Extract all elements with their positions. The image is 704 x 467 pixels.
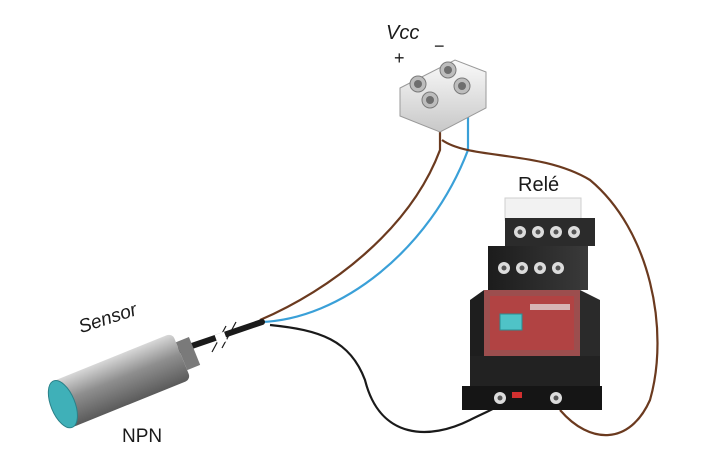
relay-test-button [499, 313, 523, 331]
relay-assembly [462, 197, 602, 410]
relay-label: Relé [518, 174, 560, 196]
terminal-block [399, 59, 487, 133]
brown-wire-relay [441, 139, 659, 437]
sensor-face [47, 380, 78, 429]
minus-label: − [434, 36, 445, 56]
npn-sensor [47, 334, 201, 429]
sensor-body [53, 334, 190, 427]
brown-wire-sensor [259, 110, 442, 322]
npn-label: NPN [122, 426, 163, 447]
wires [177, 110, 659, 437]
black-wire-sensor [269, 323, 511, 434]
plus-label: + [394, 48, 405, 68]
relay-label-plate [504, 197, 582, 221]
vcc-label: Vcc [386, 22, 420, 44]
blue-wire-sensor [259, 112, 470, 324]
cable-break-mark-2 [221, 321, 237, 349]
